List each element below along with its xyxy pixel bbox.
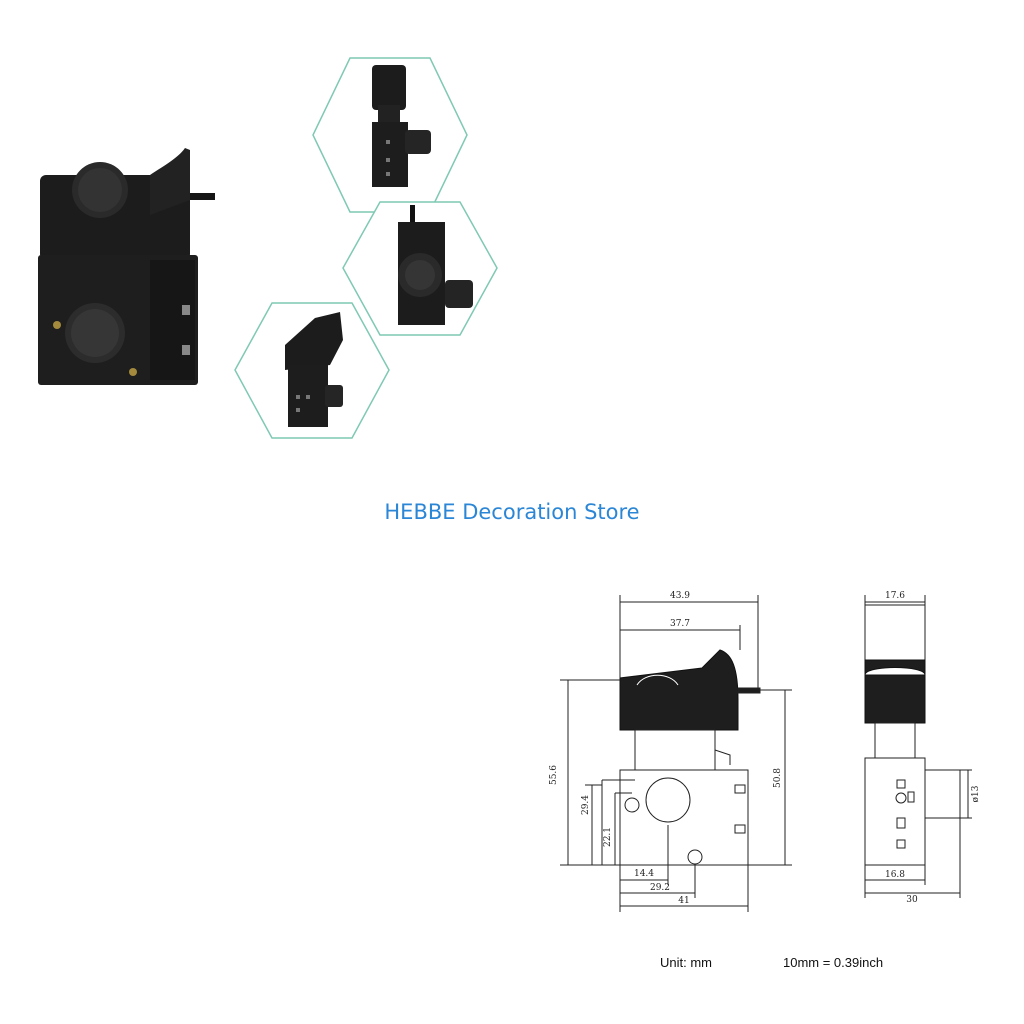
product-photo-collage [38,57,498,439]
dim-knob-diameter: ø13 [971,785,980,802]
dim-base-mid: 29.2 [650,883,670,893]
dim-side-base-offset: 16.8 [885,870,905,880]
dim-side-width-top: 17.6 [885,591,905,601]
dim-height-right: 50.8 [773,768,783,788]
hex-view-side [342,201,498,336]
unit-conversion: 10mm = 0.39inch [783,955,884,970]
dim-height-total: 55.6 [549,765,559,785]
dim-width-top: 43.9 [670,591,690,601]
trigger-switch-main-photo [38,148,215,385]
front-view-outline [601,649,761,866]
unit-label: Unit: mm [660,955,712,970]
side-view-outline [864,604,961,866]
front-view-dimensions [560,595,792,912]
dim-height-screw: 22.1 [603,827,613,847]
hex-view-top [312,57,468,213]
dim-side-base-width: 30 [906,895,918,905]
dimension-drawing: 43.9 37.7 55.6 50.8 29.4 22.1 14.4 29.2 … [549,591,980,912]
hex-view-angled [234,302,390,439]
store-name[interactable]: HEBBE Decoration Store [384,500,640,524]
dim-width-trigger: 37.7 [670,619,690,629]
dim-base-offset: 14.4 [634,869,654,879]
side-view-dimensions [864,595,972,898]
dim-height-hole: 29.4 [581,795,591,815]
dim-base-width: 41 [678,896,689,906]
